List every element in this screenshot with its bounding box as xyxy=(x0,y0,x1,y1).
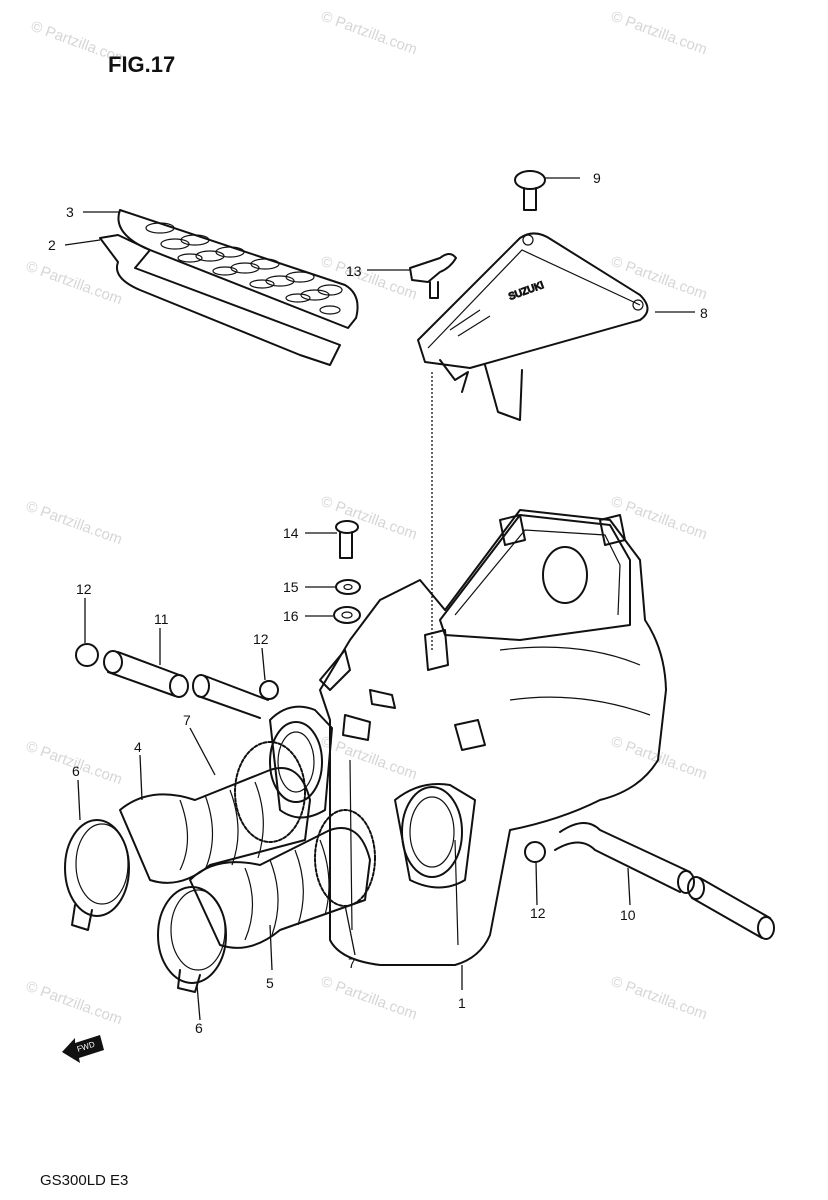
filter-plate-part xyxy=(99,234,341,366)
callout-1: 1 xyxy=(458,995,466,1011)
watermark: © Partzilla.com xyxy=(609,973,710,1024)
callout-14: 14 xyxy=(283,525,299,541)
o-ring-upper-part xyxy=(234,741,306,843)
watermark: © Partzilla.com xyxy=(319,733,420,784)
bolt-part xyxy=(335,520,359,559)
callout-13: 13 xyxy=(346,263,362,279)
watermark: © Partzilla.com xyxy=(609,8,710,59)
cap-marking: SUZUKI xyxy=(507,280,545,303)
hose-clamp-part xyxy=(75,643,546,863)
callout-12-lower: 12 xyxy=(530,905,546,921)
watermark: © Partzilla.com xyxy=(24,978,125,1029)
callout-16: 16 xyxy=(283,608,299,624)
callout-7-lower: 7 xyxy=(348,955,356,971)
callout-labels: 3 2 9 13 8 14 15 16 12 11 12 7 4 6 12 10… xyxy=(48,170,708,1036)
callout-15: 15 xyxy=(283,579,299,595)
callout-8: 8 xyxy=(700,305,708,321)
callout-7-upper: 7 xyxy=(183,712,191,728)
callout-6-lower: 6 xyxy=(195,1020,203,1036)
washer-part xyxy=(333,606,361,624)
drain-hose-part xyxy=(554,822,775,940)
watermark: © Partzilla.com xyxy=(319,253,420,304)
filter-element-part xyxy=(117,209,359,329)
callout-11: 11 xyxy=(154,611,169,627)
watermark: © Partzilla.com xyxy=(319,493,420,544)
watermark: © Partzilla.com xyxy=(319,973,420,1024)
case-intake-openings xyxy=(269,705,476,889)
callout-3: 3 xyxy=(66,204,74,220)
watermark: © Partzilla.com xyxy=(24,498,125,549)
lock-washer-part xyxy=(335,579,361,595)
callout-9: 9 xyxy=(593,170,601,186)
intake-clamp-lower-part xyxy=(157,886,227,993)
watermark: © Partzilla.com xyxy=(319,8,420,59)
o-ring-lower-part xyxy=(314,809,376,907)
callout-4: 4 xyxy=(134,739,142,755)
air-cleaner-case-part xyxy=(319,509,667,966)
callout-12-upper-middle: 12 xyxy=(253,631,269,647)
watermark: © Partzilla.com xyxy=(24,258,125,309)
intake-clamp-upper-part xyxy=(64,819,130,931)
callout-2: 2 xyxy=(48,237,56,253)
model-code: GS300LD E3 xyxy=(40,1172,128,1189)
cap-screw-part xyxy=(514,170,546,211)
intake-pipe-upper-part xyxy=(119,767,311,884)
wing-bolt-part xyxy=(409,253,457,299)
callout-12-upper-left: 12 xyxy=(76,581,92,597)
intake-pipe-lower-part xyxy=(189,827,371,949)
leader-lines xyxy=(64,177,695,1021)
watermark: © Partzilla.com xyxy=(609,253,710,304)
callout-5: 5 xyxy=(266,975,274,991)
callout-10: 10 xyxy=(620,907,636,923)
front-direction-arrow: FWD xyxy=(62,1035,104,1063)
figure-title: FIG.17 xyxy=(108,52,175,77)
callout-6-upper: 6 xyxy=(72,763,80,779)
breather-hose-part xyxy=(103,650,396,741)
